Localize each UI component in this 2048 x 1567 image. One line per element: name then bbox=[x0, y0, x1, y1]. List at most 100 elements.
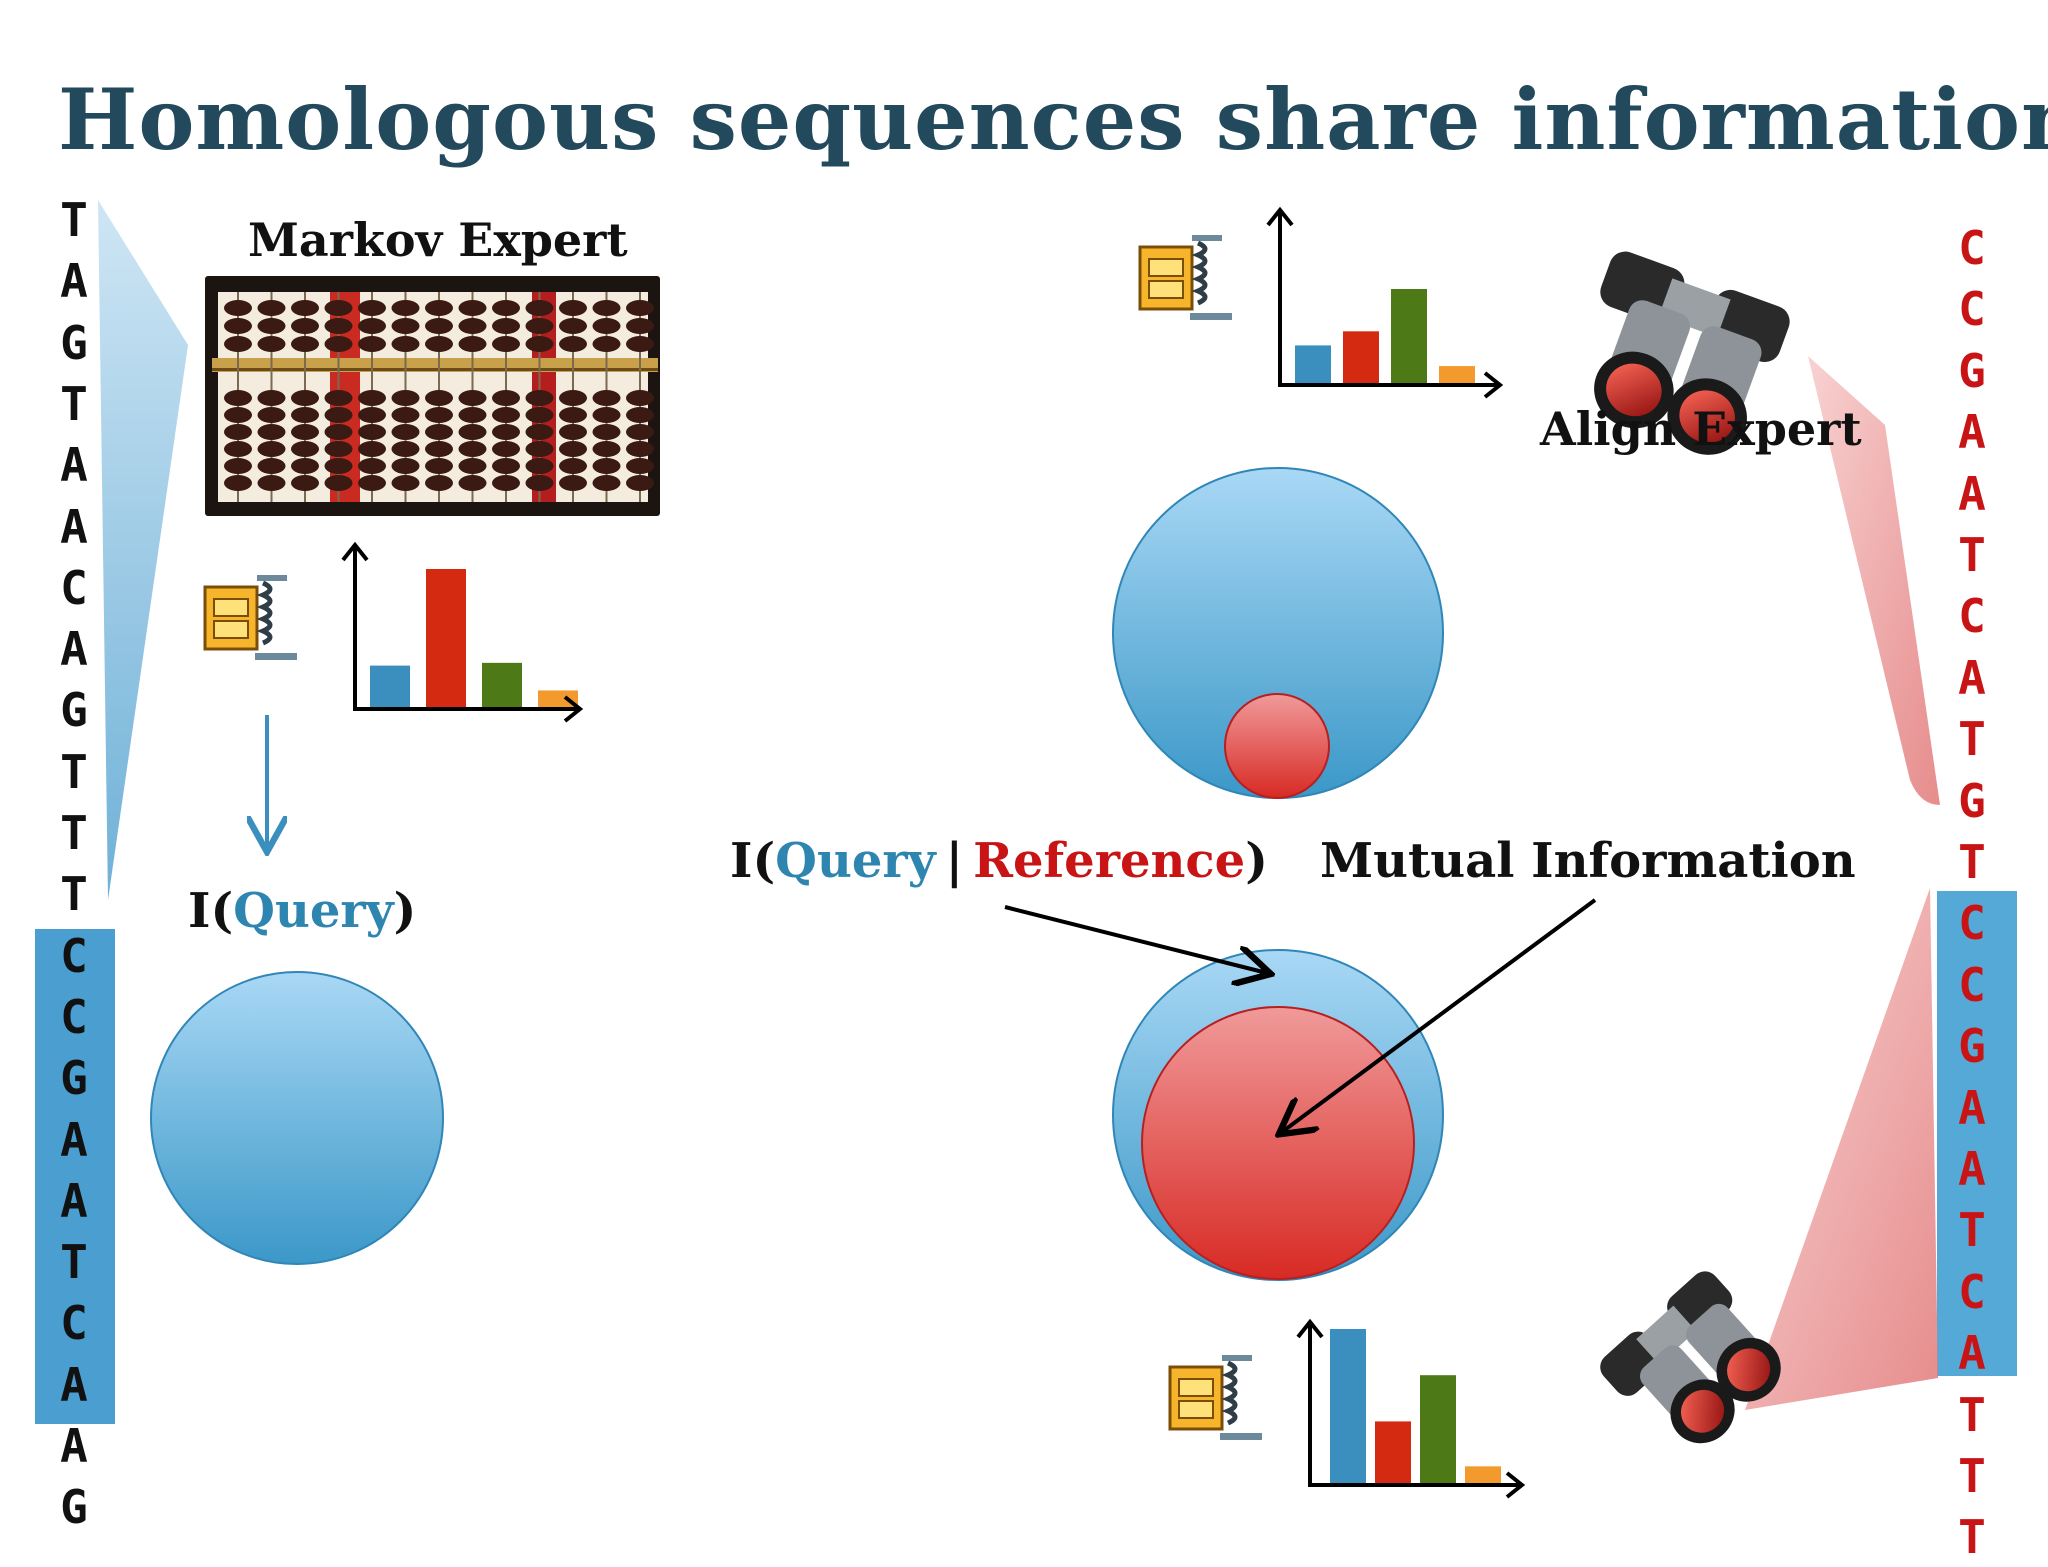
reference-highlight-box bbox=[1937, 891, 2017, 1376]
abacus-bead bbox=[224, 318, 252, 334]
abacus-bead bbox=[425, 336, 453, 352]
abacus-bead bbox=[391, 336, 420, 352]
sequence-base: A bbox=[60, 1173, 88, 1228]
sequence-base: T bbox=[60, 744, 88, 799]
abacus-bead bbox=[425, 441, 453, 457]
sequence-base: T bbox=[1958, 1203, 1986, 1258]
abacus-bead bbox=[458, 458, 487, 474]
sequence-base: C bbox=[60, 989, 88, 1044]
abacus-bead bbox=[291, 300, 319, 316]
markov-expert-label: Markov Expert bbox=[248, 213, 628, 267]
chart-bar bbox=[1465, 1466, 1501, 1483]
abacus-bead bbox=[592, 407, 621, 423]
bar-chart-icon bbox=[1296, 1318, 1526, 1499]
abacus-bead bbox=[458, 336, 487, 352]
sequence-base: T bbox=[1958, 835, 1986, 889]
abacus-bead bbox=[358, 458, 386, 474]
abacus-bead bbox=[257, 336, 286, 352]
abacus-bead bbox=[458, 424, 487, 440]
abacus-bead bbox=[626, 424, 654, 440]
abacus-bead bbox=[492, 390, 520, 406]
abacus-bead bbox=[358, 336, 386, 352]
abacus-bead bbox=[257, 475, 286, 491]
chart-bar bbox=[370, 665, 410, 707]
info-function-open: I( bbox=[188, 883, 234, 939]
sequence-base: A bbox=[1958, 1326, 1986, 1381]
sequence-base: G bbox=[1958, 773, 1986, 828]
abacus-bead bbox=[391, 318, 420, 334]
abacus-bead bbox=[525, 407, 554, 423]
abacus-bead bbox=[425, 458, 453, 474]
abacus-bead bbox=[458, 407, 487, 423]
sequence-base: C bbox=[1958, 589, 1986, 644]
abacus-bead bbox=[458, 441, 487, 457]
abacus-bead bbox=[626, 300, 654, 316]
y-axis-arrowhead bbox=[1296, 1318, 1324, 1339]
abacus-bead bbox=[257, 300, 286, 316]
abacus-bead bbox=[559, 318, 587, 334]
reference-attention-beam-top bbox=[1808, 356, 1940, 805]
given-bar: | bbox=[945, 833, 964, 889]
abacus-bead bbox=[224, 407, 252, 423]
sequence-base: T bbox=[60, 1235, 88, 1290]
sequence-base: T bbox=[1958, 1449, 1986, 1503]
chart-axes bbox=[1278, 210, 1500, 387]
query-highlight-box bbox=[35, 929, 115, 1424]
y-axis-arrowhead bbox=[1266, 206, 1294, 227]
abacus-bead bbox=[525, 441, 554, 457]
abacus-bead bbox=[358, 475, 386, 491]
sequence-base: G bbox=[60, 683, 88, 738]
abacus-bead bbox=[525, 458, 554, 474]
abacus-bead bbox=[592, 441, 621, 457]
abacus-bead bbox=[592, 300, 621, 316]
chart-bar bbox=[538, 690, 578, 707]
sequence-base: T bbox=[1958, 712, 1986, 767]
abacus-bead bbox=[592, 390, 621, 406]
abacus-icon bbox=[205, 276, 660, 516]
binoculars-icon bbox=[1594, 251, 1790, 455]
sequence-base: C bbox=[1958, 1264, 1986, 1319]
abacus-bead bbox=[324, 475, 353, 491]
conditional-information-label: I(Query|Reference) bbox=[730, 833, 1268, 889]
abacus-bead bbox=[291, 424, 319, 440]
abacus-bead bbox=[492, 300, 520, 316]
abacus-bead bbox=[324, 300, 353, 316]
info-function-close: ) bbox=[393, 883, 417, 939]
sequence-base: A bbox=[1958, 1080, 1986, 1135]
abacus-bead bbox=[291, 336, 319, 352]
abacus-bead bbox=[257, 424, 286, 440]
binoculars-icon bbox=[1600, 1271, 1781, 1444]
x-axis-arrowhead bbox=[1483, 371, 1504, 399]
abacus-bead bbox=[324, 318, 353, 334]
sequence-base: G bbox=[60, 315, 88, 370]
sequence-base: T bbox=[1958, 1387, 1986, 1442]
conditional-pointer-arrow bbox=[1004, 905, 1267, 973]
abacus-bead bbox=[257, 390, 286, 406]
sequence-base: A bbox=[60, 1357, 88, 1412]
query-information-label: I(Query) bbox=[188, 883, 416, 939]
sequence-base: C bbox=[60, 928, 88, 983]
abacus-bead bbox=[592, 424, 621, 440]
abacus-bead bbox=[224, 300, 252, 316]
abacus-bead bbox=[626, 318, 654, 334]
chart-bar bbox=[1391, 289, 1427, 383]
abacus-bead bbox=[324, 458, 353, 474]
abacus-bead bbox=[626, 336, 654, 352]
sequence-base: G bbox=[1958, 343, 1986, 398]
abacus-bead bbox=[525, 390, 554, 406]
chart-bar bbox=[1295, 345, 1331, 383]
bar-chart-icon bbox=[1266, 206, 1504, 399]
sequence-base: C bbox=[1958, 896, 1986, 951]
abacus-bead bbox=[257, 458, 286, 474]
abacus-bead bbox=[559, 300, 587, 316]
abacus-bead bbox=[458, 475, 487, 491]
abacus-bead bbox=[324, 336, 353, 352]
bar-chart-icon bbox=[341, 541, 584, 723]
abacus-bead bbox=[525, 475, 554, 491]
mutual-information-circle bbox=[1141, 1006, 1415, 1280]
sequence-base: A bbox=[60, 1112, 88, 1167]
sequence-base: C bbox=[60, 560, 88, 615]
mutual-information-label: Mutual Information bbox=[1320, 833, 1856, 889]
abacus-bead bbox=[324, 390, 353, 406]
abacus-bead bbox=[492, 441, 520, 457]
